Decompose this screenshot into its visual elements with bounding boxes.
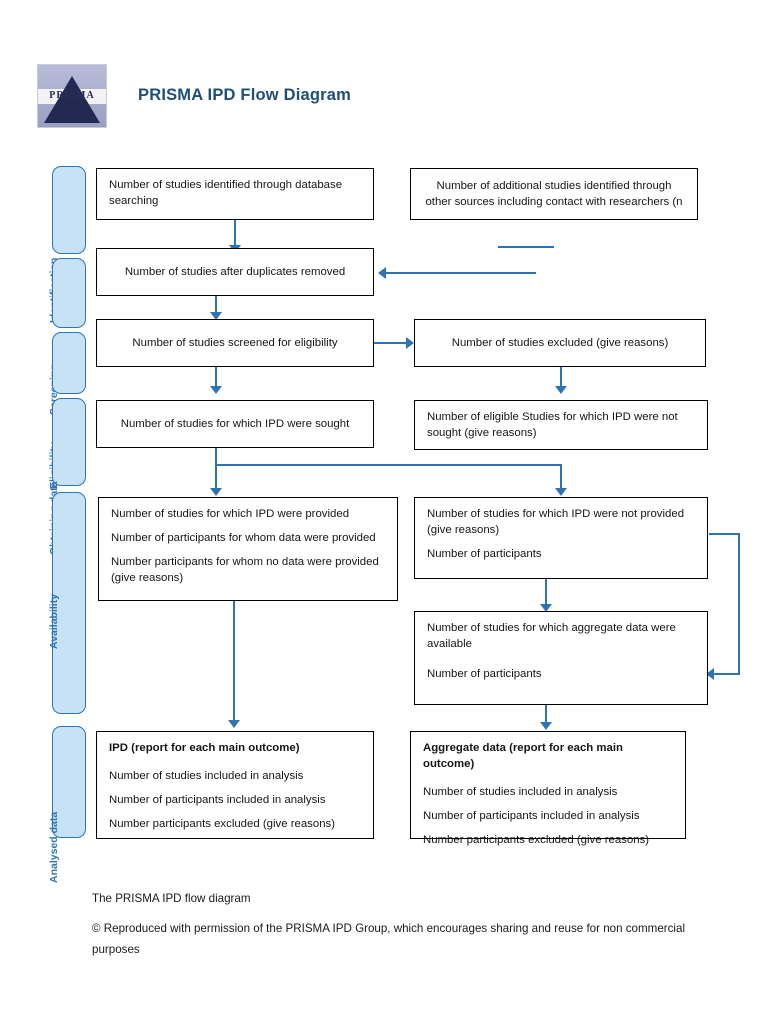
connector-provided-to-analysis-line — [233, 601, 236, 725]
box-ipd-were-provided-line-3: Number participants for whom no data wer… — [111, 556, 379, 584]
box-ipd-not-provided-line-1: Number of studies for which IPD were not… — [427, 508, 685, 536]
connector-screened-to-sought-arrow — [210, 386, 222, 394]
phase-screening: Screening — [48, 258, 86, 415]
box-analysis-aggregate: Aggregate data (report for each main out… — [410, 731, 686, 846]
connector-provided-to-analysis-arrow — [228, 720, 240, 728]
box-analysis-aggregate-heading: Aggregate data (report for each main out… — [423, 742, 624, 770]
connector-loop-bottom — [714, 673, 740, 676]
connector-aggregate-to-analysis-arrow — [540, 722, 552, 730]
box-ipd-not-sought: Number of eligible Studies for which IPD… — [414, 400, 708, 450]
phase-label-analysed-data: Analysed data — [48, 811, 60, 883]
connector-screened-to-sought-line — [215, 367, 218, 391]
box-ipd-were-provided-line-1: Number of studies for which IPD were pro… — [111, 508, 350, 520]
box-identified-other-sources-text: Number of additional studies identified … — [425, 180, 683, 208]
connector-notprovided-to-aggregate-line — [545, 579, 548, 609]
connector-other-to-duplicates-line — [386, 272, 536, 275]
box-identified-through-database-text: Number of studies identified through dat… — [109, 179, 343, 207]
box-analysis-ipd-line-1: Number of studies included in analysis — [109, 770, 304, 782]
page-title: PRISMA IPD Flow Diagram — [138, 86, 352, 104]
logo-text: PRISMA — [49, 90, 95, 101]
box-identified-other-sources: Number of additional studies identified … — [410, 168, 698, 220]
box-duplicates-removed-text: Number of studies after duplicates remov… — [124, 266, 346, 278]
phase-eligibility: Eligibility — [48, 332, 86, 489]
box-ipd-were-provided-line-2: Number of participants for whom data wer… — [111, 532, 376, 544]
box-aggregate-data-available: Number of studies for which aggregate da… — [414, 611, 708, 705]
connector-stray-segment — [498, 246, 554, 249]
box-analysis-ipd: IPD (report for each main outcome) Numbe… — [96, 731, 374, 839]
connector-screened-to-excluded-line — [374, 342, 408, 345]
connector-duplicates-to-screened-arrow — [210, 312, 222, 320]
logo-pyramid-shape — [44, 76, 100, 123]
connector-screened-to-excluded-arrow — [406, 337, 414, 349]
box-aggregate-data-available-line-2: Number of participants — [427, 668, 542, 680]
connector-other-to-duplicates-arrow — [378, 267, 386, 279]
box-screened-for-eligibility-text: Number of studies screened for eligibili… — [132, 337, 338, 349]
connector-aggregate-to-analysis-line — [545, 705, 548, 727]
phase-analysed-data: Analysed data — [48, 726, 86, 883]
connector-bus-left-arrow — [210, 488, 222, 496]
connector-duplicates-to-screened-line — [215, 296, 218, 318]
phase-availability: Availability — [48, 492, 86, 714]
box-ipd-not-sought-text: Number of eligible Studies for which IPD… — [427, 411, 678, 439]
box-studies-excluded: Number of studies excluded (give reasons… — [414, 319, 706, 367]
box-analysis-aggregate-line-1: Number of studies included in analysis — [423, 786, 618, 798]
box-analysis-ipd-heading: IPD (report for each main outcome) — [109, 742, 300, 754]
connector-db-to-duplicates-line — [234, 220, 237, 248]
connector-sought-bus — [215, 464, 562, 467]
connector-sought-stem — [215, 448, 218, 466]
box-ipd-were-sought-text: Number of studies for which IPD were sou… — [120, 418, 350, 430]
connector-loop-top — [709, 533, 740, 536]
connector-bus-right-arrow — [555, 488, 567, 496]
connector-bus-left-drop — [215, 464, 218, 492]
footer-copyright: © Reproduced with permission of the PRIS… — [92, 922, 686, 956]
box-analysis-ipd-line-2: Number of participants included in analy… — [109, 794, 326, 806]
footer-caption: The PRISMA IPD flow diagram — [92, 892, 251, 905]
box-screened-for-eligibility: Number of studies screened for eligibili… — [96, 319, 374, 367]
box-duplicates-removed: Number of studies after duplicates remov… — [96, 248, 374, 296]
box-analysis-aggregate-line-2: Number of participants included in analy… — [423, 810, 640, 822]
phase-obtaining-data: Obtaining data — [48, 398, 86, 555]
phase-identification: Identification — [48, 166, 86, 323]
box-analysis-aggregate-line-3: Number participants excluded (give reaso… — [423, 834, 650, 846]
connector-loop-arrow — [706, 668, 714, 680]
connector-bus-right-drop — [560, 464, 563, 492]
box-aggregate-data-available-line-1: Number of studies for which aggregate da… — [427, 622, 676, 650]
connector-loop-right — [738, 533, 741, 675]
prisma-pyramid-logo: PRISMA — [37, 64, 107, 128]
phase-label-availability: Availability — [48, 593, 60, 649]
box-studies-excluded-text: Number of studies excluded (give reasons… — [451, 337, 669, 349]
connector-excluded-to-not-sought-arrow — [555, 386, 567, 394]
box-ipd-were-provided: Number of studies for which IPD were pro… — [98, 497, 398, 601]
box-ipd-not-provided-line-2: Number of participants — [427, 548, 542, 560]
box-ipd-were-sought: Number of studies for which IPD were sou… — [96, 400, 374, 448]
connector-notprovided-to-aggregate-arrow — [540, 604, 552, 612]
box-analysis-ipd-line-3: Number participants excluded (give reaso… — [109, 818, 336, 830]
box-identified-through-database: Number of studies identified through dat… — [96, 168, 374, 220]
box-ipd-not-provided: Number of studies for which IPD were not… — [414, 497, 708, 579]
connector-excluded-to-not-sought-line — [560, 367, 563, 391]
